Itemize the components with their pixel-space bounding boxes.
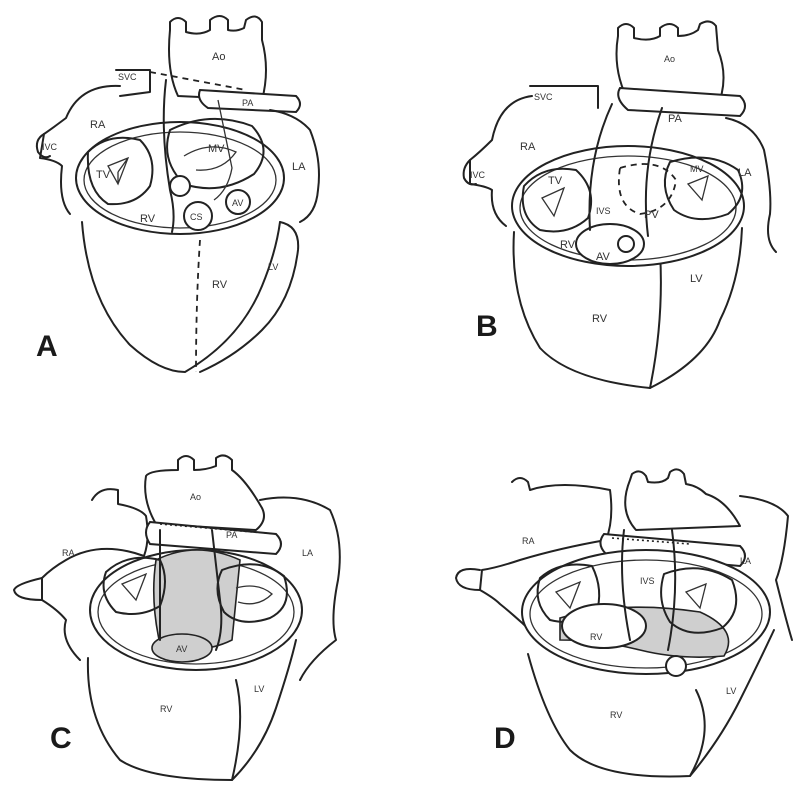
panel-b: Ao SVC PA RA IVC TV MV LA IVS PV RV AV R… bbox=[464, 21, 776, 388]
label-svc-b: SVC bbox=[534, 92, 553, 102]
lv-divider-b bbox=[650, 252, 661, 388]
lv-wall-a bbox=[200, 222, 298, 372]
pa-vessel-b bbox=[618, 88, 745, 116]
valve-circle-d bbox=[562, 604, 646, 648]
label-ra-d: RA bbox=[522, 536, 535, 546]
panel-letter-a: A bbox=[36, 330, 58, 363]
label-lv-b: LV bbox=[690, 273, 703, 285]
label-ivs-d: IVS bbox=[640, 576, 655, 586]
label-rv-inner-a: RV bbox=[140, 213, 156, 225]
label-ra-a: RA bbox=[90, 119, 106, 131]
label-rv-outer-a: RV bbox=[212, 279, 228, 291]
av-small-b bbox=[618, 236, 634, 252]
label-ivs-b: IVS bbox=[596, 206, 611, 216]
label-la-d: LA bbox=[740, 556, 751, 566]
label-av-a: AV bbox=[232, 198, 243, 208]
label-av-c: AV bbox=[176, 644, 187, 654]
label-ao-a: Ao bbox=[212, 51, 225, 63]
label-lv-c: LV bbox=[254, 684, 264, 694]
ventricle-cone-a bbox=[82, 222, 280, 372]
label-mv-a: MV bbox=[208, 143, 225, 155]
label-pa-b: PA bbox=[668, 113, 683, 125]
label-pa-a: PA bbox=[242, 98, 253, 108]
panel-letter-b: B bbox=[476, 310, 498, 343]
small-valve-a bbox=[170, 176, 190, 196]
label-mv-b: MV bbox=[690, 164, 704, 174]
label-ra-b: RA bbox=[520, 141, 536, 153]
panel-c: Ao PA RA LA AV RV LV C bbox=[14, 455, 340, 780]
ivc-stub-d bbox=[456, 569, 480, 590]
label-rv-inner-b: RV bbox=[560, 239, 576, 251]
label-lv-d: LV bbox=[726, 686, 736, 696]
label-la-c: LA bbox=[302, 548, 313, 558]
label-ivc-b: IVC bbox=[470, 170, 486, 180]
label-ao-c: Ao bbox=[190, 492, 201, 502]
label-pv-b: PV bbox=[644, 209, 659, 221]
panel-a: SVC Ao PA RA IVC TV MV LA RV CS AV RV LV… bbox=[36, 16, 319, 372]
label-la-b: LA bbox=[738, 167, 752, 179]
septal-shading-c bbox=[154, 550, 240, 649]
label-ivc-a: IVC bbox=[42, 142, 58, 152]
aorta-outline-c bbox=[145, 455, 264, 530]
ivc-stub-c bbox=[14, 578, 42, 600]
label-ra-c: RA bbox=[62, 548, 75, 558]
label-lv-a: LV bbox=[268, 262, 278, 272]
panel-letter-d: D bbox=[494, 722, 516, 755]
panel-d: RA LA IVS RV RV LV D bbox=[456, 469, 792, 776]
lv-divider-d bbox=[690, 690, 705, 776]
aorta-outline-d bbox=[625, 469, 740, 530]
label-rv-outer-d: RV bbox=[610, 710, 622, 720]
label-rv-c: RV bbox=[160, 704, 172, 714]
label-la-a: LA bbox=[292, 161, 306, 173]
septum-dashed-a bbox=[196, 240, 200, 372]
label-tv-a: TV bbox=[96, 169, 111, 181]
panel-letter-c: C bbox=[50, 722, 72, 755]
label-ao-b: Ao bbox=[664, 54, 675, 64]
small-valve-d bbox=[666, 656, 686, 676]
label-av-b: AV bbox=[596, 251, 611, 263]
label-pa-c: PA bbox=[226, 530, 237, 540]
label-rv-inner-d: RV bbox=[590, 632, 602, 642]
lv-divider-c bbox=[232, 680, 240, 780]
label-rv-outer-b: RV bbox=[592, 313, 608, 325]
label-tv-b: TV bbox=[548, 175, 563, 187]
label-cs-a: CS bbox=[190, 212, 203, 222]
label-svc-a: SVC bbox=[118, 72, 137, 82]
